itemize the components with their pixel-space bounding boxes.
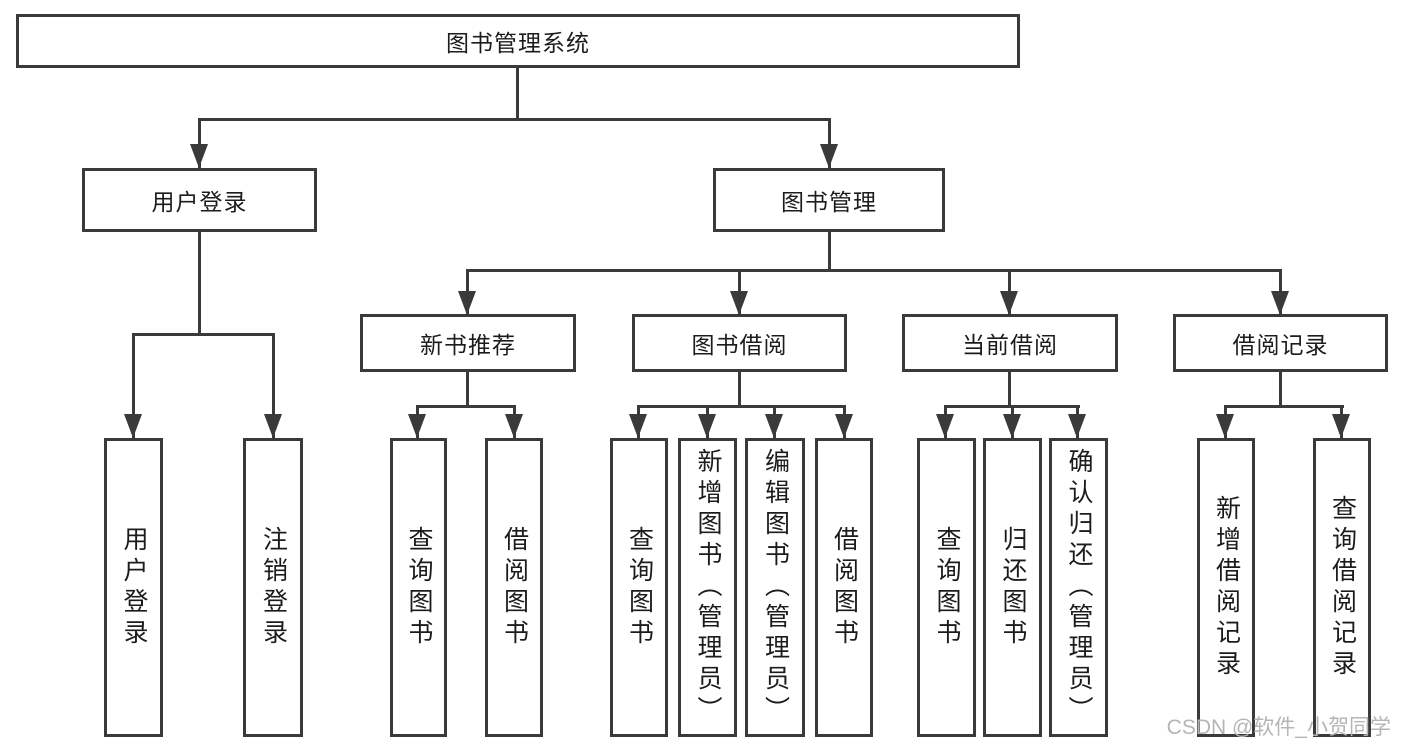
connector-drop-leaf-user-login — [132, 333, 135, 438]
connector-user-login-branch — [132, 333, 275, 336]
arrowhead-nb-borrow — [505, 414, 523, 438]
node-book-management: 图书管理 — [713, 168, 945, 232]
connector-drop-user-login — [198, 118, 201, 168]
arrowhead-bb-query — [629, 414, 647, 438]
arrowhead-leaf-user-login — [124, 414, 142, 438]
arrowhead-user-login — [190, 144, 208, 168]
arrowhead-bb-borrow — [835, 414, 853, 438]
leaf-bb-add-book-admin-label: 新增图书（管理员） — [694, 448, 722, 727]
connector-cb-stub — [1008, 372, 1011, 408]
leaf-nb-query-book: 查询图书 — [390, 438, 447, 737]
leaf-cb-confirm-return-admin-label: 确认归还（管理员） — [1065, 448, 1093, 727]
node-new-book-recommend: 新书推荐 — [360, 314, 576, 372]
leaf-bb-borrow-book-label: 借阅图书 — [830, 525, 859, 650]
leaf-br-add-record: 新增借阅记录 — [1197, 438, 1255, 737]
arrowhead-cb-return — [1003, 414, 1021, 438]
leaf-nb-borrow-book-label: 借阅图书 — [500, 525, 529, 650]
node-borrow-records: 借阅记录 — [1173, 314, 1388, 372]
leaf-bb-query-book-label: 查询图书 — [625, 525, 654, 650]
arrowhead-cb-query — [936, 414, 954, 438]
leaf-br-add-record-label: 新增借阅记录 — [1212, 494, 1241, 681]
arrowhead-book-management — [820, 144, 838, 168]
leaf-cb-query-book-label: 查询图书 — [933, 525, 961, 650]
connector-level3-branch — [466, 269, 1281, 272]
connector-br-stub — [1279, 372, 1282, 408]
node-root: 图书管理系统 — [16, 14, 1020, 68]
leaf-nb-borrow-book: 借阅图书 — [485, 438, 543, 737]
leaf-bb-edit-book-admin-label: 编辑图书（管理员） — [761, 448, 790, 727]
leaf-logout: 注销登录 — [243, 438, 303, 737]
connector-br-branch — [1224, 405, 1344, 408]
leaf-logout-label: 注销登录 — [259, 525, 288, 650]
leaf-nb-query-book-label: 查询图书 — [405, 525, 433, 650]
leaf-bb-query-book: 查询图书 — [610, 438, 668, 737]
leaf-bb-edit-book-admin: 编辑图书（管理员） — [745, 438, 805, 737]
node-new-book-recommend-label: 新书推荐 — [420, 332, 516, 358]
connector-root-stub — [516, 68, 519, 120]
connector-book-management-stub — [828, 232, 831, 272]
node-book-borrow: 图书借阅 — [632, 314, 847, 372]
leaf-user-login-label: 用户登录 — [120, 525, 148, 650]
node-user-login: 用户登录 — [82, 168, 317, 232]
leaf-cb-query-book: 查询图书 — [917, 438, 976, 737]
node-root-label: 图书管理系统 — [446, 30, 590, 56]
node-book-borrow-label: 图书借阅 — [691, 332, 788, 358]
node-user-login-label: 用户登录 — [151, 189, 248, 215]
arrowhead-current-borrow — [1000, 291, 1018, 315]
arrowhead-leaf-logout — [264, 414, 282, 438]
arrowhead-borrow-records — [1271, 291, 1289, 315]
connector-drop-book-management — [828, 118, 831, 168]
leaf-cb-return-book: 归还图书 — [983, 438, 1042, 737]
connector-bb-branch — [637, 405, 846, 408]
node-current-borrow: 当前借阅 — [902, 314, 1118, 372]
leaf-br-query-record: 查询借阅记录 — [1313, 438, 1371, 737]
connector-nb-stub — [466, 372, 469, 408]
arrowhead-book-borrow — [730, 291, 748, 315]
connector-user-login-stub — [198, 232, 201, 336]
leaf-user-login: 用户登录 — [104, 438, 163, 737]
leaf-bb-add-book-admin: 新增图书（管理员） — [678, 438, 737, 737]
connector-nb-branch — [416, 405, 516, 408]
arrowhead-br-add — [1216, 414, 1234, 438]
connector-bb-stub — [738, 372, 741, 408]
node-borrow-records-label: 借阅记录 — [1232, 332, 1329, 358]
arrowhead-nb-query — [408, 414, 426, 438]
node-current-borrow-label: 当前借阅 — [962, 332, 1058, 358]
arrowhead-bb-edit — [765, 414, 783, 438]
leaf-br-query-record-label: 查询借阅记录 — [1328, 494, 1357, 681]
leaf-cb-return-book-label: 归还图书 — [999, 525, 1027, 650]
connector-drop-leaf-logout — [272, 333, 275, 438]
leaf-bb-borrow-book: 借阅图书 — [815, 438, 873, 737]
node-book-management-label: 图书管理 — [781, 189, 877, 215]
connector-level2-branch — [198, 118, 831, 121]
leaf-cb-confirm-return-admin: 确认归还（管理员） — [1049, 438, 1108, 737]
arrowhead-new-book-recommend — [458, 291, 476, 315]
watermark-text: CSDN @软件_小贺同学 — [1166, 716, 1391, 739]
arrowhead-bb-add — [698, 414, 716, 438]
arrowhead-cb-confirm — [1068, 414, 1086, 438]
arrowhead-br-query — [1332, 414, 1350, 438]
